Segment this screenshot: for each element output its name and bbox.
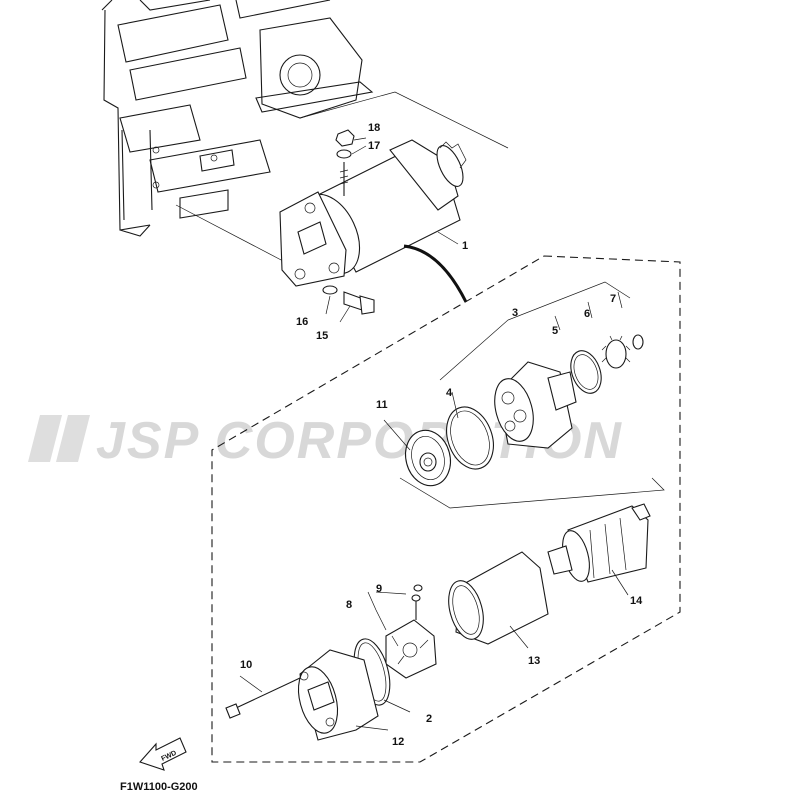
callout-13: 13: [528, 655, 540, 667]
callout-9: 9: [376, 583, 382, 595]
exploded-boundary: [211, 255, 681, 763]
callout-14: 14: [630, 595, 643, 607]
leader-lines: [239, 231, 629, 731]
part-11-cover: [404, 429, 452, 487]
nut-18: [335, 129, 355, 147]
part-8-brush-holder: [385, 584, 437, 679]
bracket-11: [399, 477, 665, 509]
callouts: 18 17 1 16 15 3 7 6 5 4 11 14 9 8 13 10 …: [240, 122, 643, 748]
callout-15: 15: [316, 330, 328, 342]
fwd-arrow: FWD: [139, 737, 187, 771]
callout-8: 8: [346, 599, 352, 611]
callout-3: 3: [512, 307, 518, 319]
part-7-clip: [632, 334, 644, 350]
callout-7: 7: [610, 293, 616, 305]
callout-17: 17: [368, 140, 380, 152]
starter-motor-assembly: [279, 139, 468, 303]
callout-11: 11: [376, 399, 388, 411]
callout-10: 10: [240, 659, 252, 671]
bracket-3: [439, 281, 631, 381]
washer-17: [336, 149, 352, 159]
callout-4: 4: [446, 387, 453, 399]
part-12-end-cover: [297, 649, 379, 741]
washer-16: [322, 285, 338, 295]
part-14-armature: [547, 503, 651, 583]
lower-fasteners: [322, 285, 375, 323]
part-3-gear-housing: [494, 361, 577, 449]
callout-12: 12: [392, 736, 404, 748]
part-9-nut: [413, 584, 423, 592]
callout-6: 6: [584, 308, 590, 320]
callout-2: 2: [426, 713, 432, 725]
top-fasteners: [335, 129, 367, 196]
callout-18: 18: [368, 122, 380, 134]
callout-16: 16: [296, 316, 308, 328]
part-4-oring: [446, 406, 494, 470]
diagram-code: F1W1100-G200: [120, 781, 198, 793]
callout-1: 1: [462, 240, 468, 252]
part-5-oring: [570, 350, 602, 394]
callout-5: 5: [552, 325, 558, 337]
part-6-pinion: [601, 335, 631, 369]
engine-block: [101, 0, 509, 263]
part-13-yoke: [448, 551, 549, 645]
part-10-through-bolt: [225, 677, 301, 719]
